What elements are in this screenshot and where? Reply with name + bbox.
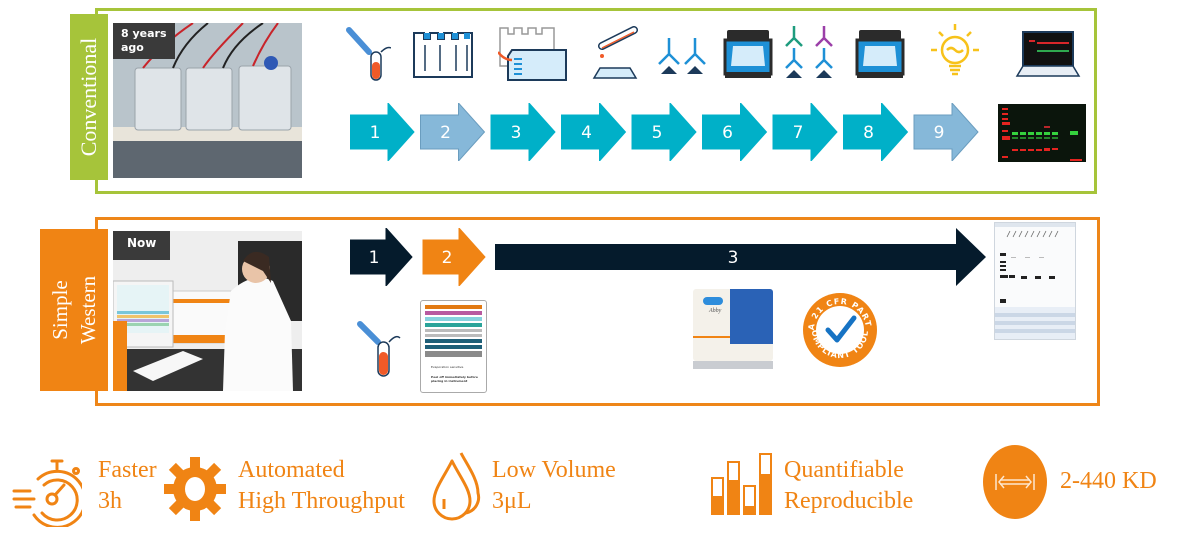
scanner-icon [723,30,773,78]
instrument-base [693,361,773,369]
conventional-step-8-shape [843,101,909,163]
conventional-step-9-shape [913,101,979,163]
secondary-antibody-icon [785,26,833,78]
gel-transfer-icon [498,27,567,81]
conventional-step-5-number: 5 [652,123,663,143]
software-result-screenshot [994,222,1076,340]
feature-faster: Faster 3h [98,457,157,514]
conventional-step-1-shape [349,101,415,163]
simple-western-step-3: 3 [495,228,986,286]
membrane-pour-icon [592,26,638,79]
simple-western-step-1-number: 1 [369,248,380,268]
conventional-step-6-shape [702,101,768,163]
conventional-step-9-number: 9 [934,123,945,143]
conventional-step-7-number: 7 [793,123,804,143]
simple-western-step-1: 1 [350,228,413,286]
conventional-step-3: 3 [490,101,556,163]
conventional-photo: 8 years ago [113,23,302,178]
feature-size-range: 2-440 KD [1060,468,1157,494]
western-blot-image [998,104,1086,162]
simple-western-step-3-number: 3 [728,248,739,268]
gear-icon [164,457,226,521]
instrument-brand [703,297,723,305]
stopwatch-icon [12,459,82,527]
conventional-arrows: 1 2 3 4 5 6 7 8 9 [349,101,979,163]
laptop-blot-icon [1015,31,1081,77]
plate-wells-image [425,305,482,357]
conventional-step-3-shape [490,101,556,163]
conventional-step-7: 7 [772,101,838,163]
conventional-steps-row: 1 2 3 4 5 6 7 8 9 [349,101,990,163]
conventional-step-9: 9 [913,101,979,163]
assay-plate: Evaporation sensitive Peel off immediate… [420,300,487,393]
pipette-tube-icon [346,27,391,81]
photo-caption: Now [113,231,171,260]
lab-technician-image [113,231,302,391]
gel-loading-icon [413,32,473,78]
droplets-icon [432,452,481,521]
conventional-step-4-shape [561,101,627,163]
conventional-step-2-number: 2 [440,123,451,143]
feature-automated: Automated High Throughput [238,457,405,514]
conventional-step-8: 8 [843,101,909,163]
lightbulb-icon [931,24,979,76]
conventional-step-8-number: 8 [863,123,874,143]
bar-levels-icon [711,453,772,515]
fda-compliance-badge: FDA 21 CFR PART 11 COMPLIANT TOOLS [800,290,877,367]
simple-western-arrows: 1 2 3 [350,228,986,286]
plate-instruction-text: Peel off immediately before placing in i… [431,375,478,383]
size-range-icon [983,445,1047,519]
simple-western-photo: Now [113,231,302,391]
conventional-step-5-shape [631,101,697,163]
conventional-label: Conventional [70,14,108,180]
simple-western-step-2-shape [422,228,486,286]
electropherogram-image [995,223,1075,339]
conventional-step-1: 1 [349,101,415,163]
simple-western-step-2: 2 [422,228,486,286]
conventional-step-4-number: 4 [581,123,592,143]
conventional-step-1-number: 1 [370,123,381,143]
pipette-tube-icon [357,321,401,377]
conventional-step-4: 4 [561,101,627,163]
instrument-name: Abby [709,308,722,314]
feature-quantifiable: Quantifiable Reproducible [784,457,914,514]
abby-instrument: Abby [693,289,773,374]
simple-western-label: Simple Western [40,229,108,391]
conventional-step-5: 5 [631,101,697,163]
conventional-step-2: 2 [420,101,486,163]
conventional-step-7-shape [772,101,838,163]
instrument-stripe [693,336,730,338]
conventional-step-6: 6 [702,101,768,163]
conventional-step-6-number: 6 [722,123,733,143]
electrophoresis-tanks-image [113,23,302,178]
plate-warning-text: Evaporation sensitive [431,365,464,369]
simple-western-step-3-shape [495,228,986,286]
scanner-icon [855,30,905,78]
simple-western-step-1-shape [350,228,413,286]
conventional-icons-row [345,22,1085,84]
instrument-blue-panel [730,289,773,344]
feature-low-volume: Low Volume 3μL [492,457,616,514]
simple-western-step-2-number: 2 [442,248,453,268]
conventional-step-3-number: 3 [511,123,522,143]
checkmark-icon [825,315,857,343]
photo-caption: 8 years ago [113,23,175,59]
primary-antibody-icon [658,38,706,74]
conventional-step-2-shape [420,101,486,163]
